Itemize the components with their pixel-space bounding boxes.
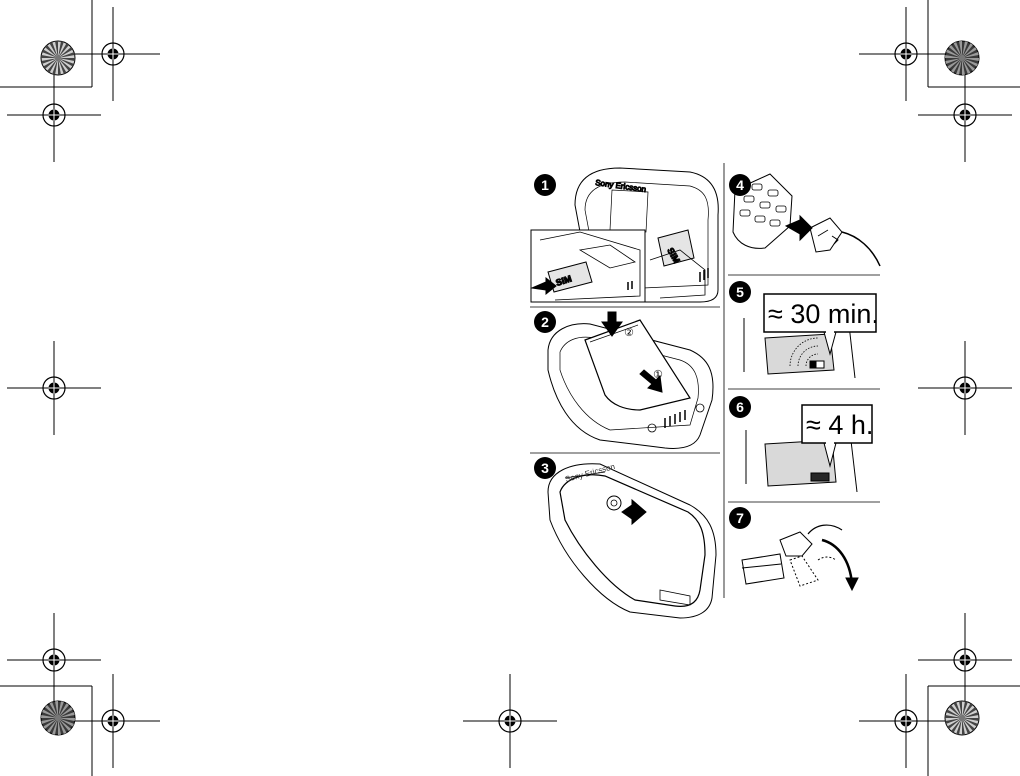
svg-text:4: 4 <box>736 177 744 193</box>
panel-4-charger-connect <box>733 174 880 266</box>
svg-text:3: 3 <box>541 460 549 476</box>
sub-step-2-label: ② <box>624 326 634 339</box>
panel-3-back-cover <box>548 464 716 618</box>
svg-text:7: 7 <box>736 510 744 526</box>
svg-text:1: 1 <box>541 177 549 193</box>
step-badge-1: 1 <box>534 174 556 196</box>
svg-text:2: 2 <box>541 314 549 330</box>
step-badge-2: 2 <box>534 311 556 333</box>
step-badge-7: 7 <box>729 507 751 529</box>
svg-text:6: 6 <box>736 399 744 415</box>
panel-7-charger-disconnect <box>742 525 858 590</box>
svg-text:5: 5 <box>736 284 744 300</box>
step-badge-3: 3 <box>534 457 556 479</box>
panel-1-sim-insert: Sony Ericsson SIM SIM <box>531 168 718 302</box>
curved-arrow-icon <box>846 578 858 590</box>
step-badge-5: 5 <box>729 281 751 303</box>
step-badge-4: 4 <box>729 174 751 196</box>
sub-step-1-label: ① <box>653 368 663 381</box>
full-charge-callout: ≈ 4 h. <box>806 410 873 440</box>
step-badge-6: 6 <box>729 396 751 418</box>
charge-time-callout: ≈ 30 min. <box>768 299 879 329</box>
